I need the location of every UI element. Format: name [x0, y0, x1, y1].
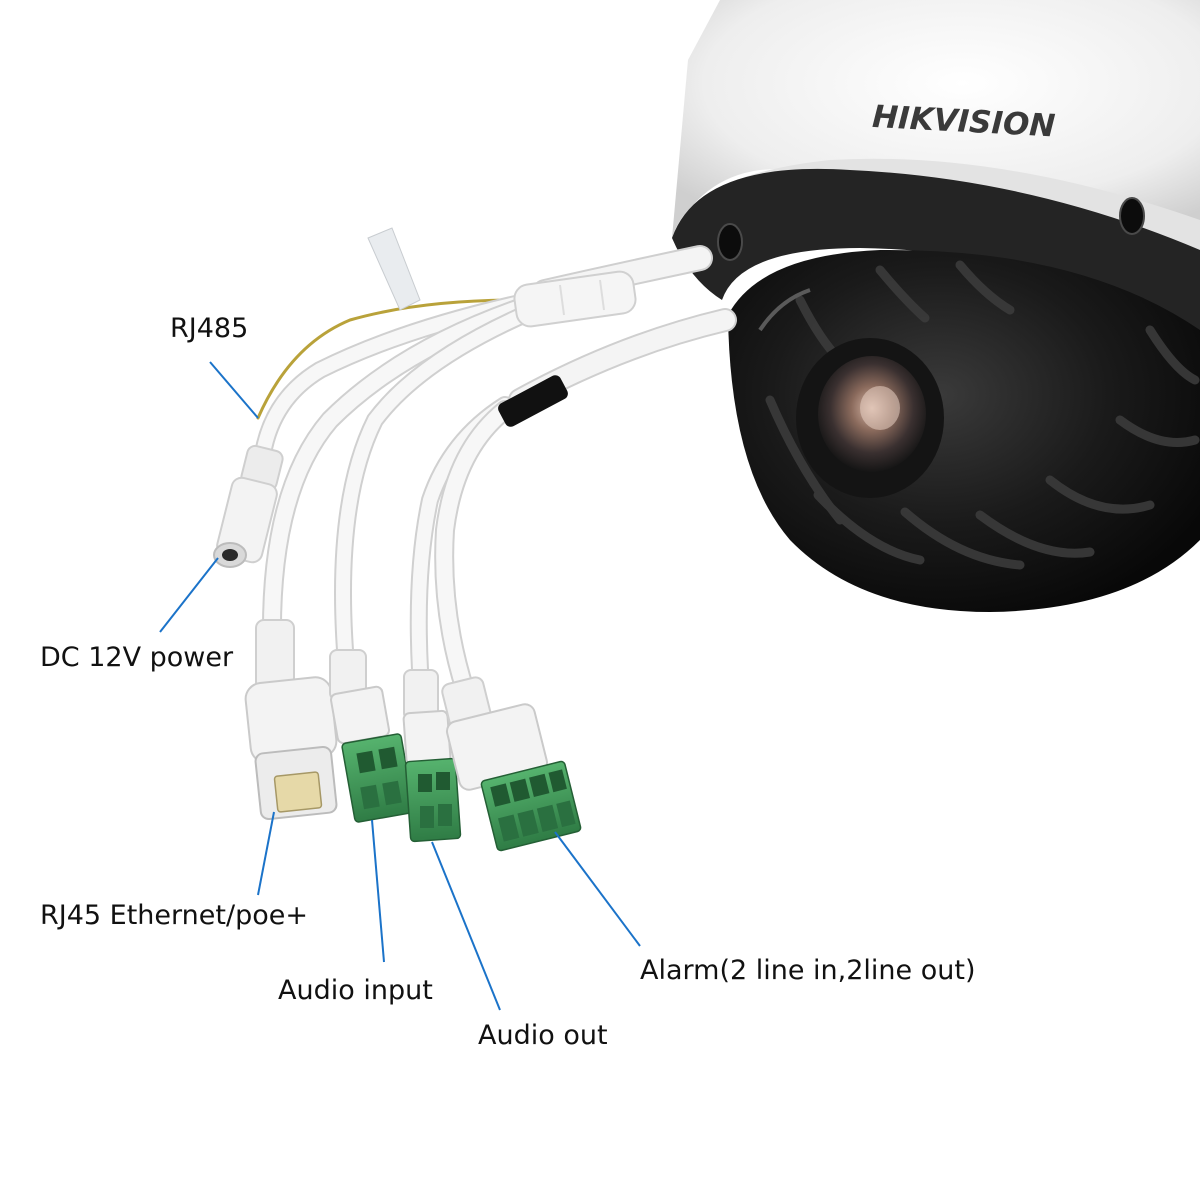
camera-band: [672, 168, 1200, 340]
leader-audio-out: [431, 841, 501, 1011]
label-alarm: Alarm(2 line in,2line out): [640, 955, 976, 986]
dc-power-connector: [213, 444, 284, 568]
ferrite-bead: [513, 270, 637, 328]
camera-housing: [672, 0, 1200, 238]
audio-input-connector: [329, 649, 415, 823]
cable-tag: [367, 227, 421, 311]
label-rj485: RJ485: [170, 313, 249, 344]
audio-out-connector: [402, 669, 462, 843]
leader-lines: [159, 361, 641, 1011]
leader-audio-input: [371, 819, 385, 963]
label-rj45: RJ45 Ethernet/poe+: [40, 900, 308, 931]
leader-rj485: [209, 361, 259, 419]
rs485-wire: [256, 298, 522, 420]
cable-sleeve: [498, 375, 568, 427]
rj45-connector: [244, 619, 338, 820]
cable-bundle: [253, 245, 737, 700]
leader-rj45: [257, 811, 275, 896]
label-dc-power: DC 12V power: [40, 642, 234, 673]
label-audio-out: Audio out: [478, 1020, 608, 1051]
ptz-camera: HIKVISION: [672, 0, 1200, 612]
alarm-connector: [441, 676, 582, 852]
label-audio-input: Audio input: [278, 975, 433, 1006]
leader-dc-power: [159, 557, 219, 633]
leader-alarm: [554, 831, 641, 947]
